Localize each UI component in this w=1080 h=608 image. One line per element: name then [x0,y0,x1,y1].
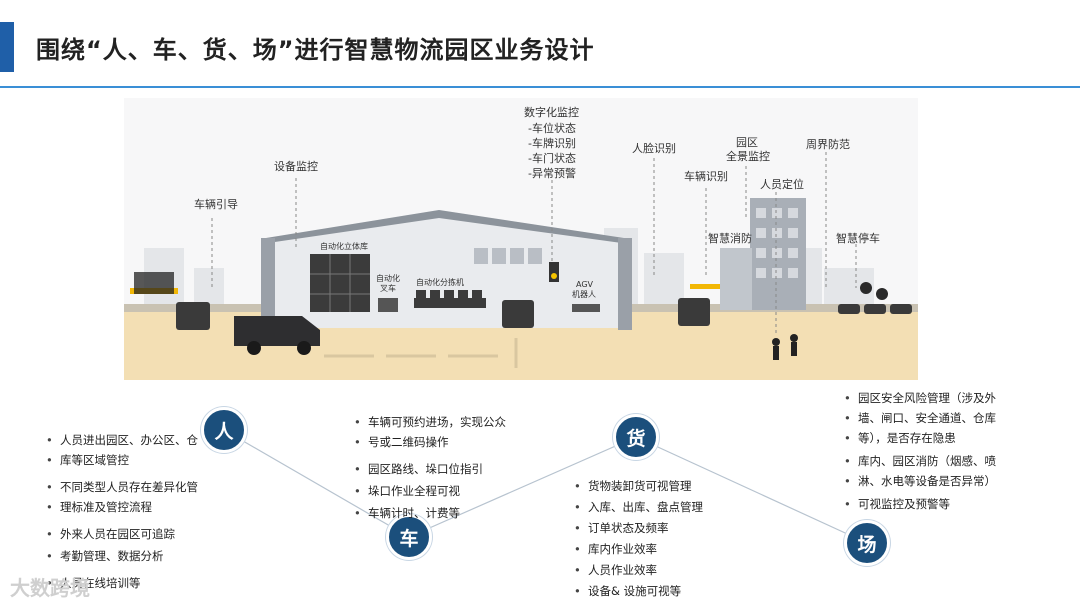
vehicle-list: 车辆可预约进场，实现公众 号或二维码操作 园区路线、垛口位指引 垛口作业全程可视… [352,412,522,530]
label-agv-line1: AGV [576,280,594,289]
list-item: 园区安全风险管理（涉及外 [842,388,1022,408]
label-auto-forklift-line1: 自动化 [376,274,400,283]
list-item: 考勤管理、数据分析 [44,546,214,566]
label-smart-parking: 智慧停车 [836,232,880,245]
label-digital-monitor: 数字化监控 [524,106,579,119]
label-vehicle-guide: 车辆引导 [194,198,238,211]
list-item: 不同类型人员存在差异化管 [44,477,214,497]
label-auto-forklift-line2: 叉车 [380,284,396,293]
node-goods: 货 [613,414,659,460]
list-item-continuation: 号或二维码操作 [352,432,522,452]
label-agv-line2: 机器人 [572,290,596,299]
list-item-text: 库等区域管控 [60,453,129,467]
title-accent-bar [0,22,14,72]
list-item-text: 号或二维码操作 [368,435,449,449]
label-anomaly-alert: -异常预警 [528,167,576,180]
list-item-continuation: 库等区域管控 [44,450,214,470]
label-slot-status: -车位状态 [528,122,576,135]
list-item-continuation: 淋、水电等设备是否异常） [842,471,1022,491]
list-item: 设备& 设施可视等 [572,581,742,601]
label-auto-warehouse: 自动化立体库 [320,242,368,251]
list-item: 车辆可预约进场，实现公众 [352,412,522,432]
list-item: 库内作业效率 [572,539,742,559]
list-item: 库内、园区消防（烟感、喷 [842,451,1022,471]
label-auto-sorter: 自动化分拣机 [416,278,464,287]
watermark-text: 大数跨境 [10,576,90,600]
label-plate-recognition: -车牌识别 [528,137,576,150]
label-personnel-location: 人员定位 [760,178,804,191]
list-item-text: 淋、水电等设备是否异常） [858,474,996,488]
scene-drawing [124,98,918,380]
list-item-text: 理标准及管控流程 [60,500,152,514]
list-item-text: 等），是否存在隐患 [858,431,956,445]
label-smart-fire: 智慧消防 [708,232,752,245]
site-list: 园区安全风险管理（涉及外 墙、闸口、安全通道、仓库 等），是否存在隐患 库内、园… [842,388,1022,521]
label-vehicle-recognition: 车辆识别 [684,170,728,183]
label-device-monitor: 设备监控 [274,160,318,173]
list-item-continuation: 墙、闸口、安全通道、仓库 [842,408,1022,428]
label-panorama-monitor: 全景监控 [726,150,770,163]
list-item: 货物装卸货可视管理 [572,476,742,496]
list-item: 人员在线培训等 [44,573,214,593]
list-item: 人员进出园区、办公区、仓 [44,430,214,450]
list-item: 园区路线、垛口位指引 [352,459,522,479]
list-item: 可视监控及预警等 [842,494,1022,514]
list-item: 车辆计时、计费等 [352,503,522,523]
logistics-park-illustration: 车辆引导 设备监控 数字化监控 -车位状态 -车牌识别 -车门状态 -异常预警 … [124,98,918,380]
list-item-continuation: 理标准及管控流程 [44,497,214,517]
person-list: 人员进出园区、办公区、仓 库等区域管控 不同类型人员存在差异化管 理标准及管控流… [44,430,214,600]
list-item: 订单状态及频率 [572,518,742,538]
label-perimeter-defense: 周界防范 [806,138,850,151]
list-item: 外来人员在园区可追踪 [44,524,214,544]
label-face-recognition: 人脸识别 [632,142,676,155]
title-divider [0,86,1080,88]
node-site: 场 [844,520,890,566]
label-park: 园区 [736,136,758,149]
list-item-continuation: 等），是否存在隐患 [842,428,1022,448]
list-item: 人员作业效率 [572,560,742,580]
list-item: 入库、出库、盘点管理 [572,497,742,517]
list-item-text: 墙、闸口、安全通道、仓库 [858,411,996,425]
page-title: 围绕“人、车、货、场”进行智慧物流园区业务设计 [36,36,595,64]
list-item: 垛口作业全程可视 [352,481,522,501]
label-door-status: -车门状态 [528,152,576,165]
goods-list: 货物装卸货可视管理 入库、出库、盘点管理 订单状态及频率 库内作业效率 人员作业… [572,476,742,601]
